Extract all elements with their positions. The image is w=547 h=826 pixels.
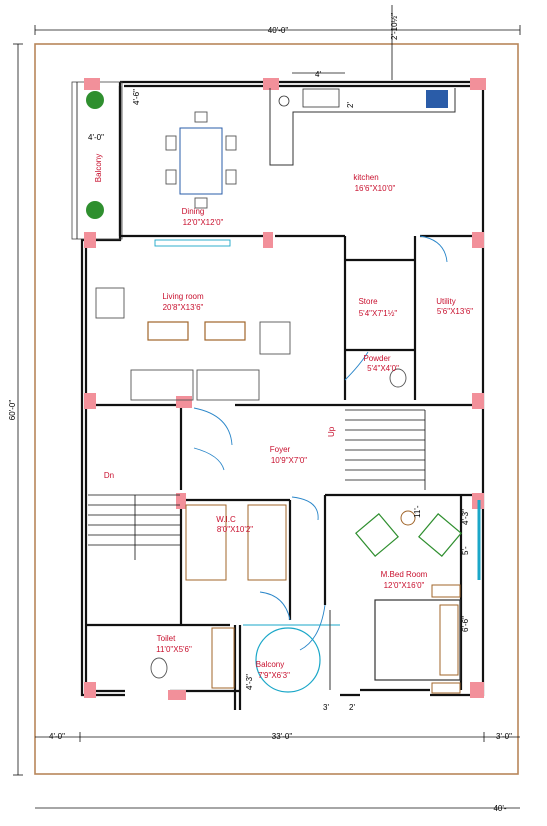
stair-lower [88,494,180,560]
dim-bottom-right: 3'-0" [496,732,512,741]
foyer-name: Foyer [270,445,291,454]
dim-balcony-depth: 4'-0" [88,133,104,142]
stair-up-label: Up [327,426,336,437]
toilet-fixtures [150,627,235,689]
dim-bottom-left: 4'-0" [49,732,65,741]
wic-shelves [185,504,287,581]
plant-icon [86,91,104,109]
stair-dn-label: Dn [104,471,114,480]
bedroom-furniture [355,510,462,694]
stove-icon [426,90,448,108]
living-size: 20'8"X13'6" [163,303,204,312]
dimension-bottom-total: 40'- [35,804,520,813]
balcony-top-label: Balcony [94,154,103,182]
wic-size: 8'0"X10'2" [217,525,253,534]
dining-size: 12'0"X12'0" [183,218,224,227]
dim-balcony-side: 4'-6" [132,89,141,105]
dim-bottom-mid: 33'-0" [272,732,293,741]
balcony-bottom-name: Balcony [256,660,284,669]
balcony-top: Balcony [71,81,123,240]
dim-bed-a: 4'-3" [461,509,470,525]
kitchen-size: 16'6"X10'0" [355,184,396,193]
utility-name: Utility [436,297,456,306]
dim-bed-d: 11'- [413,505,422,518]
dim-bottom-total: 40'- [493,804,506,813]
stair-upper [345,409,426,490]
powder-size: 5'4"X4'0" [367,364,399,373]
dim-top-setback: 2'-10½" [390,13,399,40]
dim-balcony2: 4'-3" [245,674,254,690]
toilet-icon [389,368,407,388]
dim-bed-b: 5'- [461,546,470,555]
interior-walls [86,86,479,710]
dim-kitchen-window: 4' [315,70,321,79]
plant-icon [86,201,104,219]
living-furniture [95,287,291,401]
dim-left-height: 60'-0" [8,400,17,421]
mbed-name: M.Bed Room [381,570,428,579]
mbed-size: 12'0"X16'0" [384,581,425,590]
dimension-bottom: 4'-0" 33'-0" 3'-0" [35,732,520,742]
store-size: 5'4"X7'1½" [359,309,398,318]
wic-name: W.I.C [216,515,236,524]
dim-bed-c: 6'-6" [461,616,470,632]
dimension-left: 60'-0" [8,43,23,776]
kitchen-name: kitchen [353,173,378,182]
foyer-size: 10'9"X7'0" [271,456,307,465]
dining-table [165,111,237,209]
dim-kitchen-offset: 2' [346,102,355,108]
balcony-door-swing [255,627,321,693]
balcony-bottom-size: 7'9"X6'3" [258,671,290,680]
dimension-setback: 2'-10½" [390,5,399,80]
kitchen-counter [269,88,456,166]
powder-name: Powder [363,354,390,363]
dining-name: Dining [182,207,205,216]
dimension-top: 40'-0" [34,25,521,35]
columns [84,78,486,700]
toilet-size: 11'0"X5'6" [156,645,192,654]
dim-balcony2-bottom-a: 3' [323,703,329,712]
door-arcs [193,235,448,651]
plot-boundary [34,43,519,775]
toilet-name: Toilet [157,634,176,643]
bed [374,599,461,681]
utility-size: 5'6"X13'6" [437,307,473,316]
dim-balcony2-bottom-b: 2' [349,703,355,712]
dim-top-width: 40'-0" [268,26,289,35]
window [154,239,231,247]
living-name: Living room [162,292,204,301]
store-name: Store [358,297,378,306]
